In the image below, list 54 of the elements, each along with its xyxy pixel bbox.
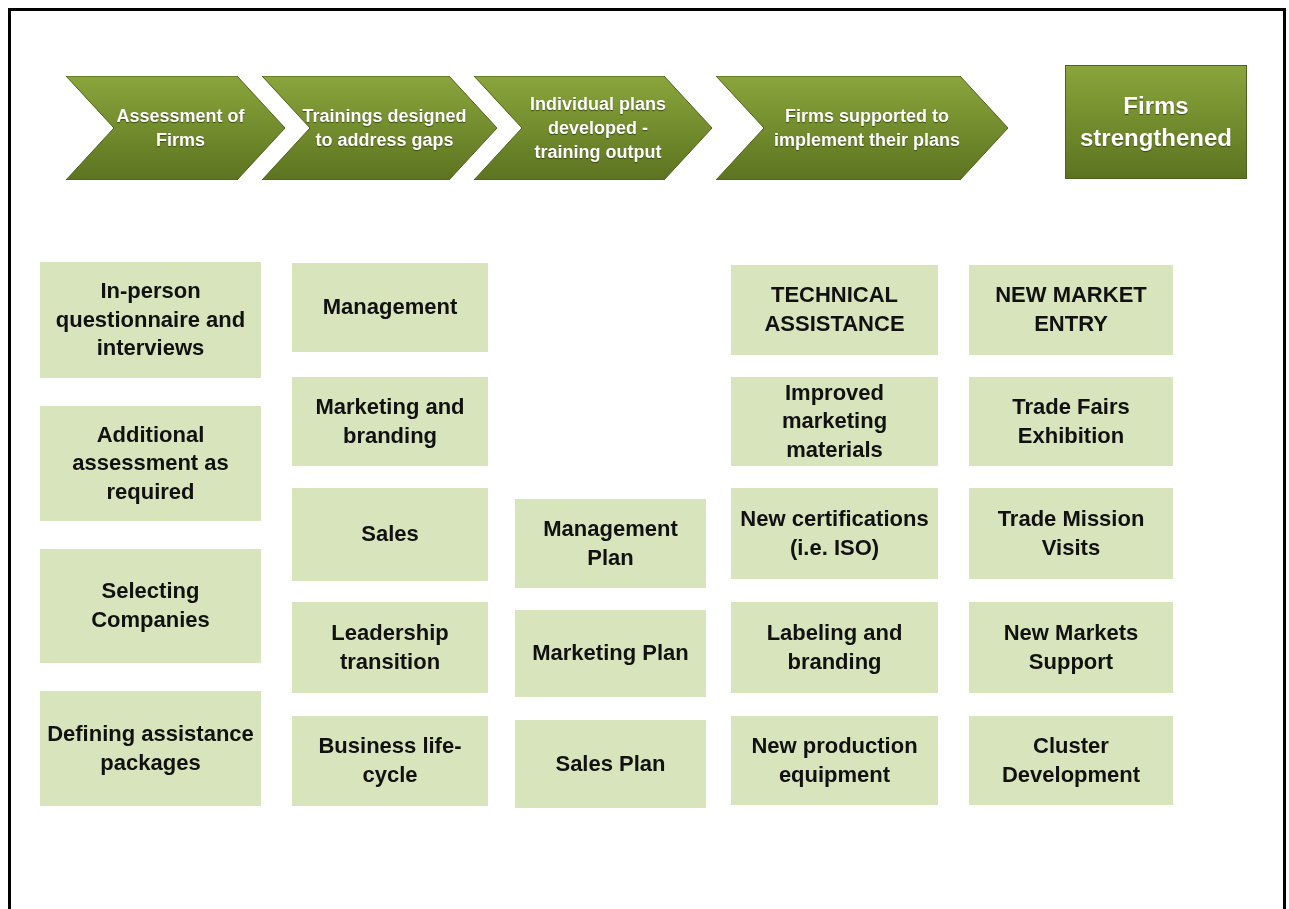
box-label: New production equipment — [750, 731, 919, 789]
category-box — [515, 720, 706, 808]
process-step — [716, 76, 1008, 180]
box-label: Firms strengthened — [1079, 90, 1233, 153]
box-label: Management — [321, 293, 459, 322]
box-label: New certifications (i.e. ISO) — [739, 504, 930, 562]
category-box — [292, 377, 488, 466]
category-box — [731, 377, 938, 466]
box-label: Selecting Companies — [90, 577, 211, 634]
box-label: Additional assessment as required — [71, 420, 230, 506]
box-label: Business life-cycle — [317, 732, 463, 789]
box-label: Sales Plan — [554, 749, 667, 778]
box-label: Improved marketing materials — [780, 378, 889, 464]
process-step — [474, 76, 712, 180]
category-box — [731, 265, 938, 355]
category-box — [731, 716, 938, 805]
category-box — [40, 549, 261, 663]
box-label: Defining assistance packages — [46, 719, 255, 777]
category-box — [40, 262, 261, 378]
category-box — [969, 265, 1173, 355]
category-box — [969, 602, 1173, 693]
box-label: Trade Mission Visits — [996, 504, 1146, 562]
box-label: NEW MARKET ENTRY — [994, 281, 1148, 338]
box-label: Firms supported to implement their plans — [772, 104, 961, 152]
box-label: Assessment of Firms — [115, 104, 246, 152]
category-box — [292, 602, 488, 693]
result-box — [1065, 65, 1247, 179]
box-label: Leadership transition — [330, 618, 450, 676]
box-label: New Markets Support — [1002, 618, 1140, 676]
box-label: Trainings designed to address gaps — [302, 104, 467, 152]
category-box — [969, 716, 1173, 805]
process-step — [66, 76, 285, 180]
category-box — [731, 602, 938, 693]
category-box — [40, 406, 261, 521]
process-step — [262, 76, 497, 180]
category-box — [292, 488, 488, 581]
box-label: Labeling and branding — [765, 618, 904, 676]
box-label: In-person questionnaire and interviews — [54, 277, 247, 363]
box-label: Management Plan — [542, 514, 679, 572]
category-box — [515, 610, 706, 697]
box-label: Sales — [360, 520, 420, 549]
category-box — [731, 488, 938, 579]
category-box — [969, 488, 1173, 579]
category-box — [292, 716, 488, 806]
box-label: Individual plans developed - training output — [529, 92, 667, 165]
category-box — [40, 691, 261, 806]
box-label: Marketing and branding — [314, 392, 466, 450]
category-box — [969, 377, 1173, 466]
box-label: Trade Fairs Exhibition — [1011, 392, 1131, 450]
category-box — [515, 499, 706, 588]
box-label: TECHNICAL ASSISTANCE — [763, 281, 906, 338]
category-box — [292, 263, 488, 352]
box-label: Cluster Development — [1000, 731, 1142, 789]
box-label: Marketing Plan — [531, 639, 690, 668]
